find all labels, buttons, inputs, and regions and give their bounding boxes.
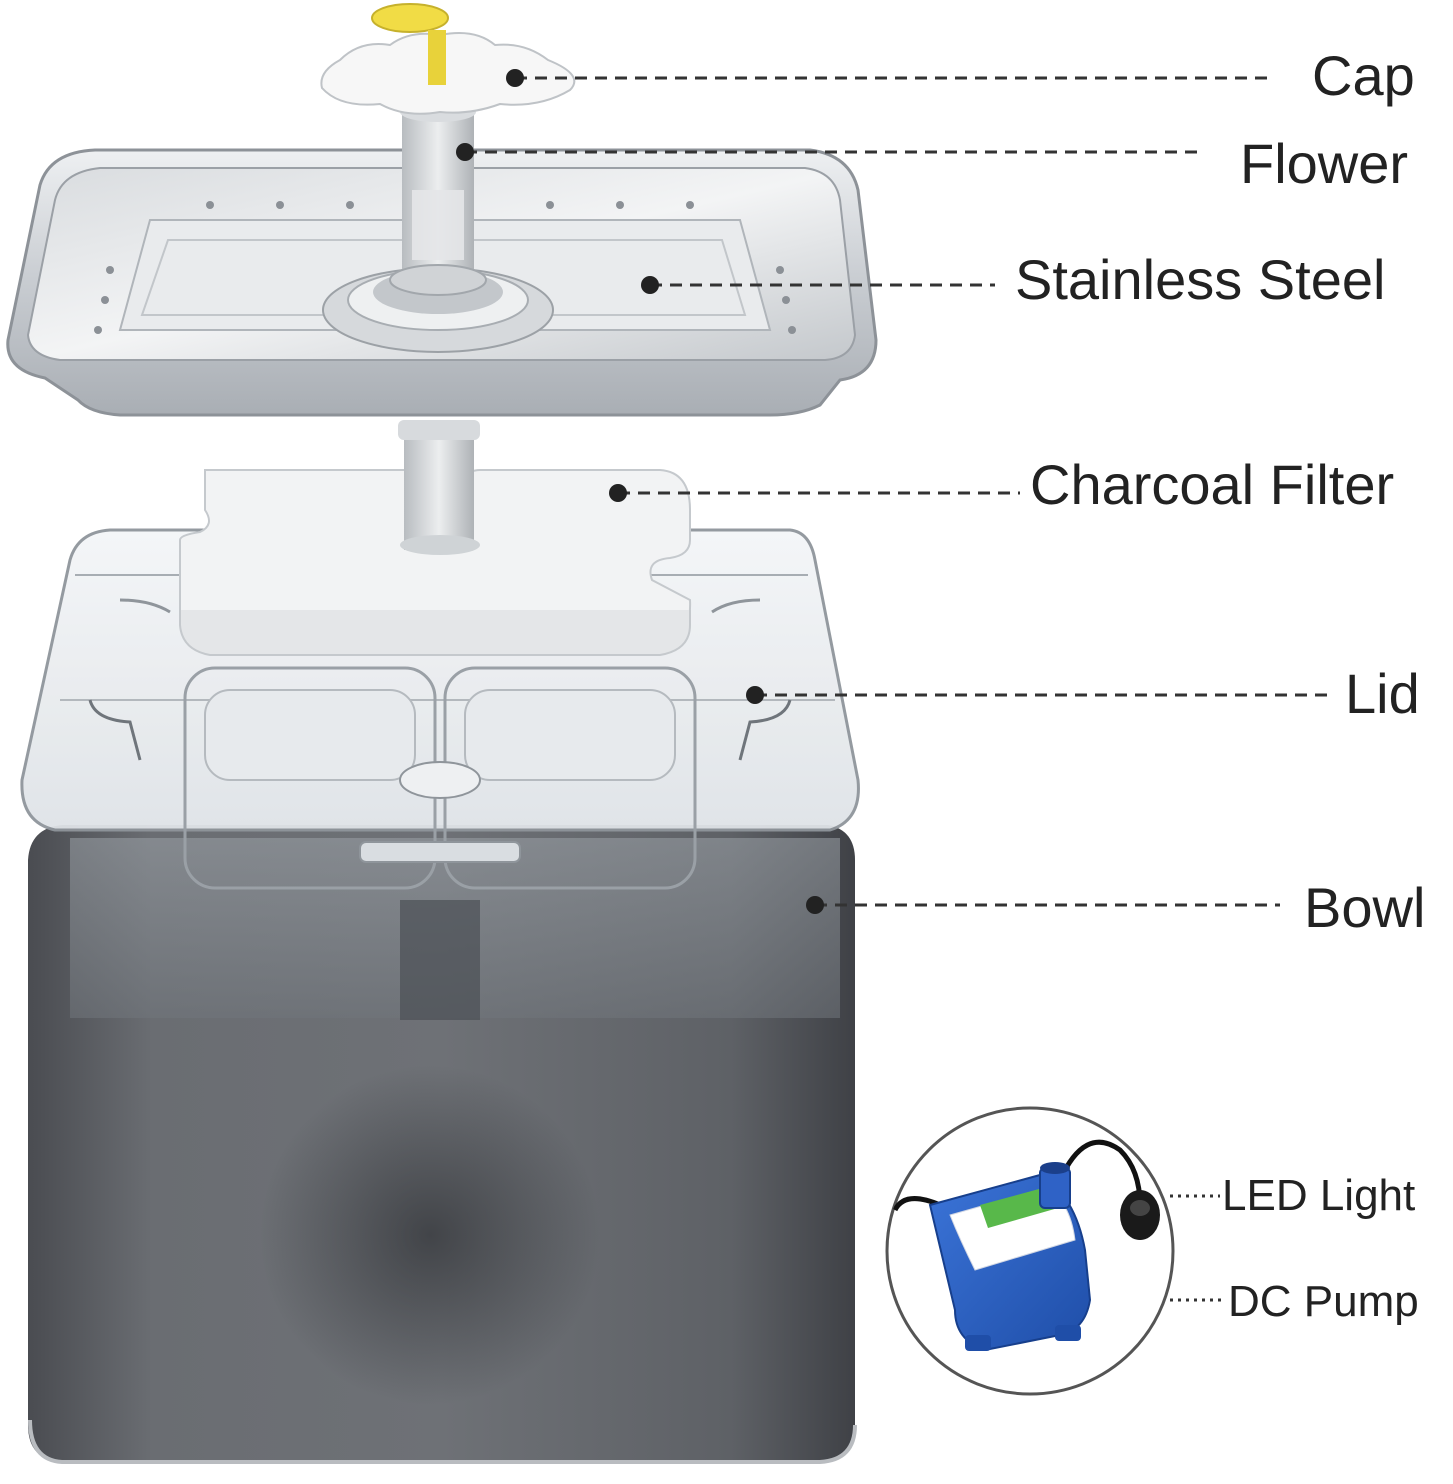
pump-inset	[885, 1106, 1175, 1396]
inset-leader-lines	[1170, 1194, 1222, 1302]
charcoal-filter-part	[179, 469, 692, 656]
led-light-label: LED Light	[1222, 1171, 1416, 1220]
charcoal-filter-label: Charcoal Filter	[1030, 453, 1395, 516]
lid-label: Lid	[1345, 662, 1420, 725]
leader-lines	[465, 76, 1330, 907]
cap-part	[320, 3, 576, 115]
flower-label: Flower	[1240, 132, 1409, 195]
bowl-label: Bowl	[1304, 876, 1426, 939]
pump-tube-part	[398, 420, 480, 555]
leader-dots	[456, 69, 824, 914]
dc-pump-label: DC Pump	[1228, 1277, 1419, 1326]
cap-label: Cap	[1312, 44, 1415, 107]
stainless-steel-label: Stainless Steel	[1015, 248, 1386, 311]
bowl-part	[28, 825, 857, 1464]
flower-part	[389, 102, 487, 296]
